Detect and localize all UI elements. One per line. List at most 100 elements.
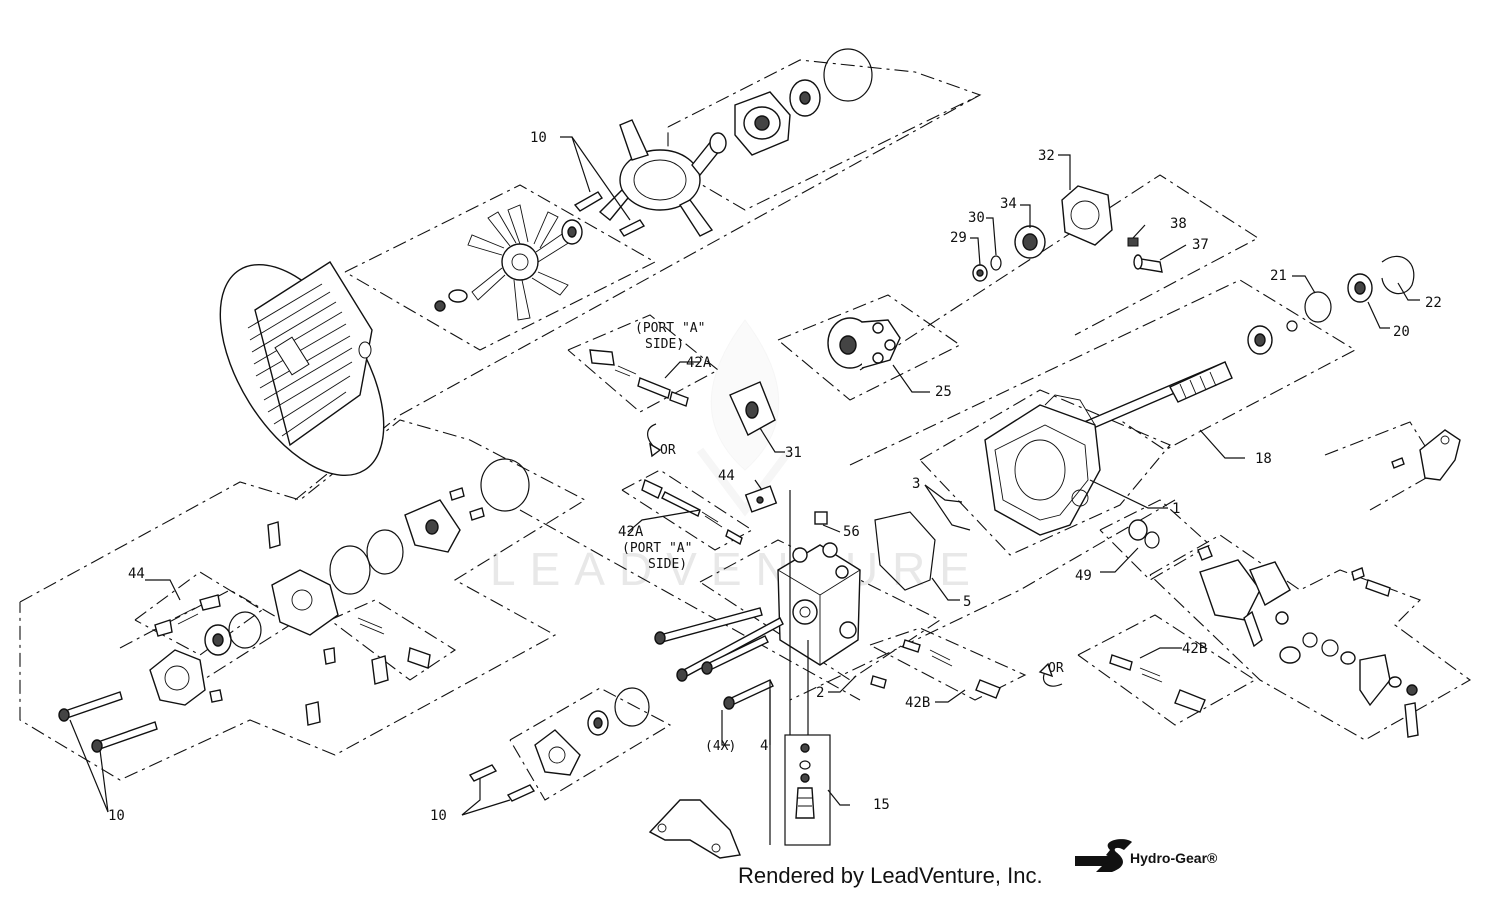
plane-line-4 <box>789 499 1176 701</box>
plane-42a-mid <box>621 469 754 551</box>
plane-line-3 <box>859 174 1260 371</box>
end-cap-large-o-ring <box>480 458 530 512</box>
label-10-top: 10 <box>530 130 547 146</box>
hydro-gear-logo: Hydro-Gear® <box>1075 839 1218 872</box>
fan-shroud <box>219 261 385 477</box>
label-18: 18 <box>1255 451 1272 467</box>
label-20: 20 <box>1393 324 1410 340</box>
fan-washer <box>434 289 468 312</box>
bolt-10-lower <box>468 764 536 802</box>
part-42b-mid <box>870 639 1001 699</box>
part-4-bolts <box>654 607 784 710</box>
note-qty-4x: (4X) <box>705 739 736 754</box>
part-5-gasket <box>874 511 936 591</box>
plane-line-1 <box>399 94 981 416</box>
note-port-a-mid-2: SIDE) <box>648 557 687 572</box>
plane-42a-top <box>567 314 719 413</box>
part-22-snap-ring <box>1381 256 1415 295</box>
plane-control <box>1149 534 1472 741</box>
mounting-bracket <box>648 799 741 859</box>
part-1-housing <box>984 394 1101 536</box>
part-20-bearing <box>1347 273 1373 303</box>
thrust-plate-rear <box>789 79 821 117</box>
label-49: 49 <box>1075 568 1092 584</box>
bearing-fan <box>561 219 583 245</box>
part-42a-mid <box>641 479 743 546</box>
front-bolts-10 <box>58 691 158 753</box>
front-bearing <box>204 624 232 656</box>
watermark-text: LEADVENTURE <box>490 543 984 595</box>
fan-bracket <box>598 119 721 237</box>
label-29: 29 <box>950 230 967 246</box>
part-21-ring <box>1304 291 1332 323</box>
part-44-left <box>154 594 221 637</box>
plane-fan <box>344 184 657 351</box>
label-3: 3 <box>912 476 920 492</box>
fan-blade <box>467 204 571 321</box>
control-arm-assembly <box>1197 545 1419 738</box>
part-42a-top <box>589 349 689 407</box>
label-42b-right: 42B <box>1182 641 1207 657</box>
o-ring-rear <box>823 48 873 102</box>
plane-49 <box>1099 499 1211 581</box>
part-labels: 10 32 34 30 29 38 37 21 22 20 (PORT "A" … <box>108 130 1442 824</box>
label-22: 22 <box>1425 295 1442 311</box>
part-37-shaft <box>1133 254 1163 273</box>
label-10-left: 10 <box>108 808 125 824</box>
part-38-key <box>1127 237 1139 247</box>
label-4: 4 <box>760 738 768 754</box>
label-15: 15 <box>873 797 890 813</box>
relief-valve-left <box>357 617 431 669</box>
end-cap-plate <box>404 487 485 553</box>
part-30-ring <box>990 255 1002 271</box>
plane-relief <box>329 599 457 681</box>
plane-42b-right <box>1077 614 1257 726</box>
note-port-a-top-2: SIDE) <box>645 337 684 352</box>
part-31-swashplate <box>729 381 776 436</box>
label-42b-mid: 42B <box>905 695 930 711</box>
plane-housing <box>919 389 1171 556</box>
bearing-carrier-rear <box>734 91 791 156</box>
front-charge-housing <box>149 649 206 706</box>
or-arrow-2 <box>1038 662 1063 687</box>
part-49-seal <box>1128 519 1160 549</box>
part-32-cover <box>1061 185 1113 246</box>
note-port-a-mid-1: (PORT "A" <box>622 541 692 556</box>
note-or-2: OR <box>1048 661 1064 676</box>
end-cap-fittings <box>209 647 389 726</box>
plane-center-block <box>699 539 942 681</box>
label-5: 5 <box>963 594 971 610</box>
part-15-check-valve <box>795 743 815 819</box>
plane-44-left <box>134 571 263 656</box>
note-port-a-top-1: (PORT "A" <box>635 321 705 336</box>
label-30: 30 <box>968 210 985 226</box>
plane-lower-left <box>19 419 587 781</box>
brand-name: Hydro-Gear® <box>1130 850 1218 866</box>
front-o-ring <box>228 611 262 649</box>
label-25: 25 <box>935 384 952 400</box>
plane-charge <box>119 589 292 686</box>
end-cap-o-rings <box>329 529 404 595</box>
leader-lines <box>69 136 1420 845</box>
plane-charge-cover <box>509 687 672 801</box>
part-25-cylinder-block <box>827 317 901 369</box>
bolt-10-top <box>573 191 646 237</box>
label-38: 38 <box>1170 216 1187 232</box>
part-29-bearing <box>972 264 988 282</box>
charge-gerotor <box>587 710 609 736</box>
label-42a-top: 42A <box>686 355 712 371</box>
assembly-planes <box>19 59 1472 846</box>
part-34-bearing <box>1014 225 1046 259</box>
label-10-lower: 10 <box>430 808 447 824</box>
label-21: 21 <box>1270 268 1287 284</box>
label-34: 34 <box>1000 196 1017 212</box>
part-44-center <box>744 485 778 513</box>
part-2-center-block <box>777 542 861 666</box>
label-31: 31 <box>785 445 802 461</box>
label-2: 2 <box>816 685 824 701</box>
label-42a-mid: 42A <box>618 524 644 540</box>
label-44-left: 44 <box>128 566 145 582</box>
part-56-plug <box>814 511 828 525</box>
part-42b-right <box>1109 654 1206 713</box>
